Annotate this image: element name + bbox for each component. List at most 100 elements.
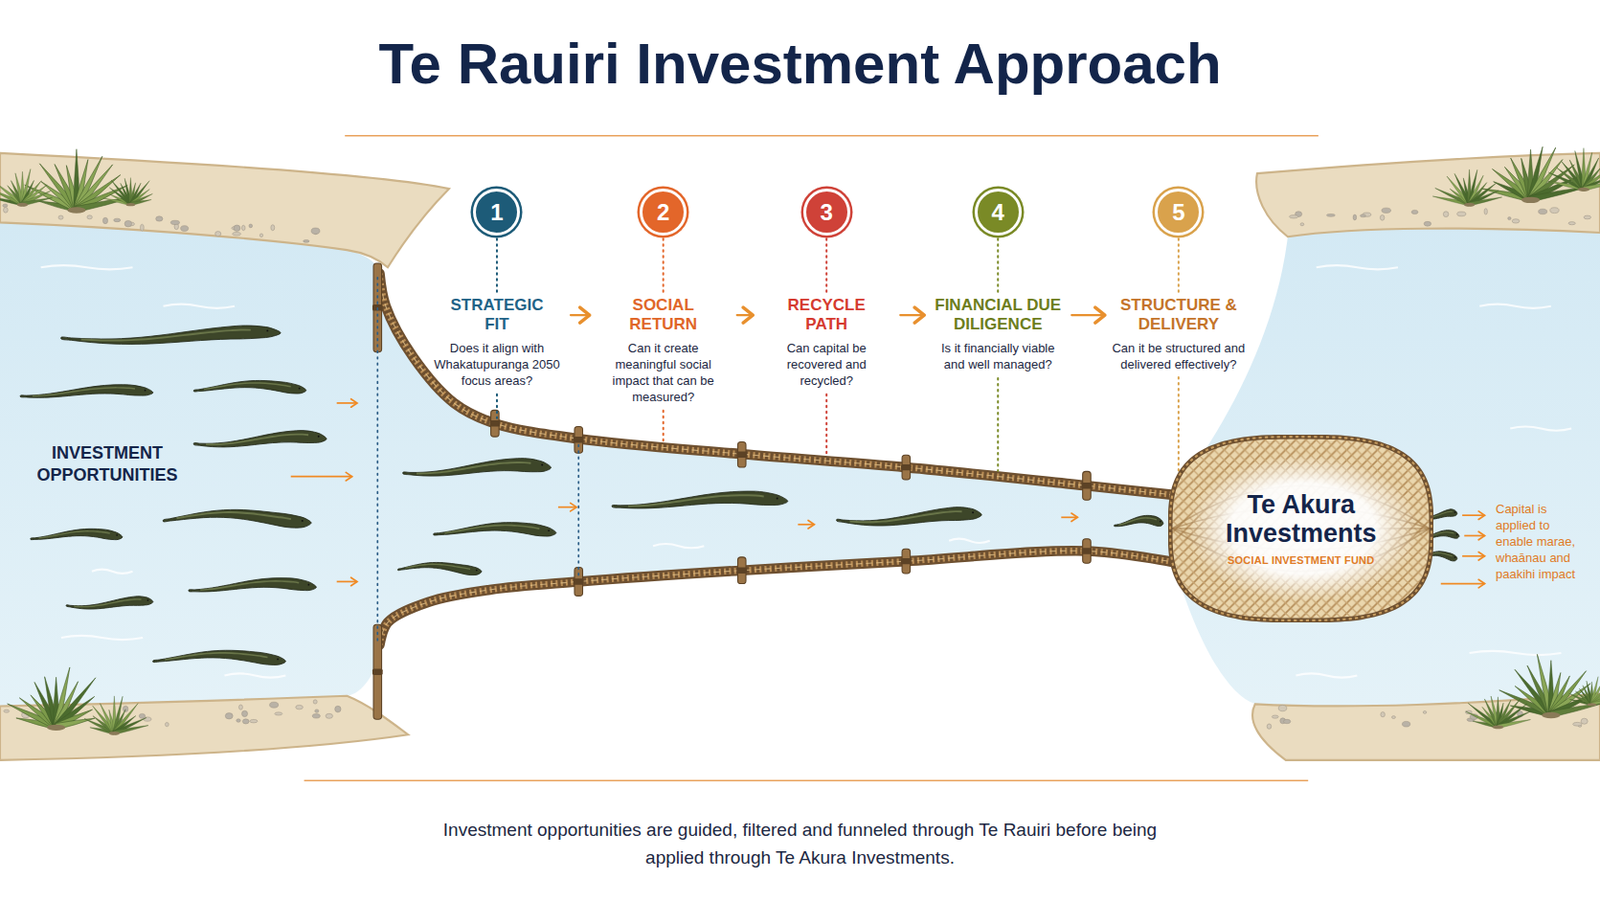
flow-arrow-shaft bbox=[1060, 516, 1078, 519]
pebble bbox=[315, 709, 319, 713]
flow-chevron bbox=[900, 314, 924, 316]
flow-arrow-head bbox=[1478, 552, 1485, 562]
post-lashing bbox=[1081, 482, 1093, 489]
eel-body bbox=[162, 509, 312, 528]
eel bbox=[153, 650, 287, 665]
net-strand bbox=[379, 273, 1173, 496]
title-wrap: Te Rauiri Investment Approach bbox=[0, 32, 1600, 96]
eel-stripe bbox=[405, 563, 472, 569]
flax-plant bbox=[5, 666, 98, 731]
flow-arrow bbox=[1060, 513, 1078, 522]
step-number: 5 bbox=[1171, 201, 1185, 225]
step-number-circle: 1 bbox=[473, 188, 520, 236]
step-question: Does it align with Whakatupuranga 2050 f… bbox=[429, 340, 564, 390]
eel-body bbox=[188, 578, 316, 592]
eel bbox=[20, 384, 154, 399]
pebble bbox=[303, 240, 310, 244]
flow-arrow-shaft bbox=[1462, 514, 1485, 517]
outcome-note: Capital is applied to enable marae, whaā… bbox=[1495, 501, 1588, 583]
flax-plant bbox=[83, 696, 149, 736]
pebble bbox=[1391, 716, 1396, 720]
pebble bbox=[1538, 208, 1548, 214]
eel-stripe bbox=[416, 462, 531, 474]
pebble bbox=[1511, 219, 1520, 224]
plant-base bbox=[46, 724, 66, 731]
plant-base bbox=[1577, 187, 1590, 192]
pebble bbox=[1359, 214, 1366, 218]
water-ripple bbox=[41, 265, 134, 270]
eel-eye bbox=[317, 435, 320, 438]
title-rule bbox=[344, 135, 1319, 136]
trap-rim-weave bbox=[1170, 436, 1432, 621]
step-question: Can it create meaningful social impact t… bbox=[596, 340, 731, 406]
net-weave bbox=[379, 273, 1173, 496]
plant-base bbox=[67, 206, 86, 213]
flax-plant bbox=[1432, 169, 1503, 207]
pebble bbox=[238, 704, 243, 710]
dotted-leader bbox=[662, 238, 665, 293]
eel-body bbox=[153, 650, 287, 665]
caption-rule bbox=[304, 780, 1309, 782]
pebble bbox=[1422, 711, 1427, 715]
pebble bbox=[1300, 223, 1305, 226]
step-question: Can capital be recovered and recycled? bbox=[759, 340, 894, 390]
pebble bbox=[138, 713, 145, 719]
pebble bbox=[236, 719, 241, 722]
pebble bbox=[295, 704, 304, 709]
eel-stripe bbox=[203, 383, 292, 390]
plant-base bbox=[126, 202, 136, 206]
pebble bbox=[225, 713, 233, 720]
flow-arrow-head bbox=[1478, 579, 1485, 588]
dotted-leader bbox=[825, 238, 828, 293]
pebble bbox=[312, 714, 320, 719]
pebble bbox=[1550, 207, 1559, 214]
step-drop-line bbox=[495, 394, 498, 419]
eel bbox=[188, 578, 316, 592]
pebble bbox=[232, 231, 242, 236]
flax-leaf bbox=[1497, 709, 1533, 729]
plant-base bbox=[1464, 202, 1476, 207]
eel-stripe bbox=[1118, 518, 1157, 525]
river-water bbox=[0, 222, 1600, 706]
pebble bbox=[1283, 719, 1290, 723]
flow-arrow-shaft bbox=[337, 581, 358, 584]
step-number-circle: 4 bbox=[974, 188, 1022, 236]
flow-arrow-head bbox=[570, 502, 577, 512]
pebble bbox=[165, 721, 170, 726]
flow-arrow bbox=[1441, 579, 1486, 588]
step-number-circle: 2 bbox=[639, 188, 687, 236]
pebble bbox=[1580, 718, 1588, 724]
flow-arrow-head bbox=[351, 399, 358, 408]
pebble bbox=[1442, 211, 1449, 218]
pebble bbox=[1289, 215, 1299, 219]
eel bbox=[397, 562, 482, 575]
pebble bbox=[1380, 712, 1385, 718]
pebble bbox=[170, 220, 180, 225]
step-number: 1 bbox=[490, 201, 503, 225]
eel-stripe bbox=[177, 512, 292, 519]
pebble bbox=[1568, 222, 1576, 226]
flow-arrow bbox=[1462, 511, 1485, 520]
flow-arrow bbox=[1464, 531, 1485, 541]
eel-stripe bbox=[200, 581, 299, 590]
eel-eye bbox=[1454, 556, 1457, 559]
step-box: FINANCIAL DUE DILIGENCEIs it financially… bbox=[925, 295, 1070, 374]
pebble bbox=[113, 218, 121, 223]
plant-base bbox=[1541, 712, 1560, 719]
guide-dotted-line bbox=[376, 277, 379, 641]
pebble bbox=[58, 215, 64, 220]
step-number: 4 bbox=[991, 201, 1005, 225]
eel-body bbox=[193, 380, 306, 394]
pebble bbox=[1583, 215, 1592, 220]
eel-body bbox=[611, 491, 789, 509]
diagram-caption: Investment opportunities are guided, fil… bbox=[431, 815, 1170, 873]
trap-rim bbox=[1170, 436, 1432, 621]
net-wall bbox=[379, 273, 1173, 496]
post-lashing bbox=[901, 558, 912, 564]
eel-stripe bbox=[628, 495, 765, 506]
eel-body bbox=[836, 507, 983, 526]
step-number-circle: 3 bbox=[803, 188, 851, 236]
eel-eye bbox=[540, 464, 543, 467]
eel bbox=[1114, 515, 1164, 526]
post-lashing bbox=[573, 436, 585, 443]
